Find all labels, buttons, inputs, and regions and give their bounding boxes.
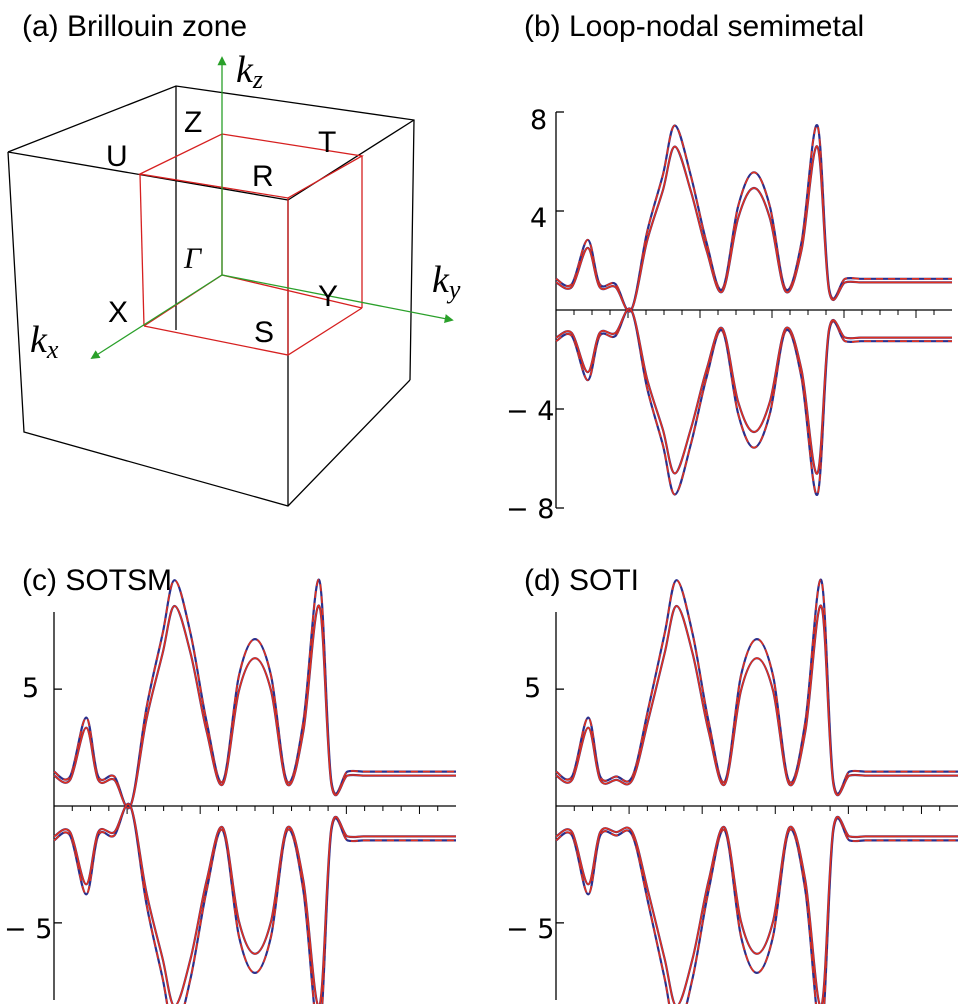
- panel-c-ytick-label-5: 5: [22, 673, 39, 704]
- outer-cube-top-front: [7, 151, 289, 201]
- panel-c-band-1-inner-red: [53, 803, 456, 1004]
- panel-c-band-0-red-dashed: [53, 579, 456, 810]
- panel-d-band-plot: [555, 579, 958, 1004]
- panel-d-ytick-label-neg5: − 5: [506, 914, 554, 945]
- panel-b-ytick-label-8: 8: [530, 105, 547, 136]
- k-axes: [90, 56, 454, 359]
- panel-b-band-plot: [555, 111, 952, 509]
- panel-b-band-1-red-dashed: [555, 307, 952, 496]
- panel-c-band-1-blue: [53, 802, 456, 1004]
- kx-axis-label: kx: [30, 319, 59, 364]
- point-X-label: X: [108, 296, 128, 329]
- kx-axis-arrow: [90, 274, 223, 359]
- panel-b-band-0-inner-red: [555, 145, 952, 313]
- panel-c-sotsm: (c) SOTSM 5 − 5: [4, 564, 456, 1004]
- panel-a-brillouin-zone: (a) Brillouin zone kz: [7, 10, 461, 507]
- panel-c-ytick-label-neg5: − 5: [4, 914, 52, 945]
- panel-b-band-0-blue: [555, 124, 952, 313]
- panel-d-title: (d) SOTI: [524, 564, 639, 597]
- panel-c-band-1-red-dashed: [53, 802, 456, 1004]
- inner-cube-edge-left: [139, 173, 145, 327]
- point-S-label: S: [254, 316, 274, 349]
- panel-d-band-1-inner-red: [555, 816, 958, 1004]
- panel-b-band-1-blue: [555, 307, 952, 496]
- kz-axis-label: kz: [236, 49, 263, 94]
- panel-d-band-1-inner-blue: [555, 816, 958, 1004]
- point-R-label: R: [252, 160, 274, 193]
- panel-b-loop-nodal-semimetal: (b) Loop-nodal semimetal 8 4 − 4 − 8: [506, 10, 952, 525]
- panel-b-ytick-label-neg4: − 4: [506, 396, 554, 427]
- point-Z-label: Z: [184, 106, 202, 139]
- panel-d-ytick-label-5: 5: [524, 673, 541, 704]
- panel-d-band-0-red-dashed: [555, 579, 958, 795]
- panel-a-title: (a) Brillouin zone: [22, 10, 247, 43]
- point-Y-label: Y: [318, 280, 338, 313]
- panel-d-band-0-blue: [555, 579, 958, 795]
- panel-d-band-1-red-dashed: [555, 817, 958, 1004]
- inner-cube-bottom-front: [143, 307, 363, 356]
- outer-cube-back: [7, 85, 415, 381]
- panel-b-ytick-label-neg8: − 8: [506, 494, 554, 525]
- ky-axis-label: ky: [432, 259, 461, 304]
- panel-b-title: (b) Loop-nodal semimetal: [524, 10, 864, 43]
- panel-b-ytick-label-4: 4: [530, 203, 547, 234]
- panel-d-band-1-blue: [555, 817, 958, 1004]
- panel-b-band-1-inner-red: [555, 307, 952, 475]
- outer-cube-bottom: [7, 151, 411, 507]
- panel-c-band-plot: [53, 579, 456, 1004]
- panel-d-soti: (d) SOTI 5 − 5: [506, 564, 958, 1004]
- outer-cube: [7, 85, 415, 507]
- point-Gamma-label: Γ: [183, 242, 203, 275]
- inner-cube: [137, 133, 364, 356]
- ky-axis-arrow: [221, 274, 454, 324]
- panel-c-title: (c) SOTSM: [22, 564, 172, 597]
- panel-d-band-0-inner-red: [555, 605, 958, 796]
- point-T-label: T: [318, 126, 336, 159]
- point-U-label: U: [106, 140, 128, 173]
- panel-d-band-0-inner-blue: [555, 604, 958, 796]
- panel-b-band-0-red-dashed: [555, 124, 952, 313]
- panel-c-band-0-blue: [53, 579, 456, 810]
